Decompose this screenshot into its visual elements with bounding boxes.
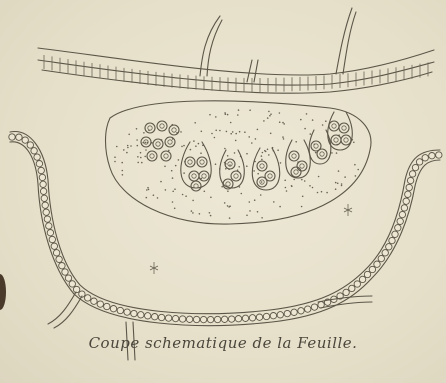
crescent-body: [106, 101, 371, 224]
star-marks: [150, 204, 352, 274]
figure-caption: Coupe schematique de la Feuille.: [0, 334, 446, 352]
upper-epidermis: [38, 48, 434, 93]
ink-blot: [0, 274, 6, 310]
